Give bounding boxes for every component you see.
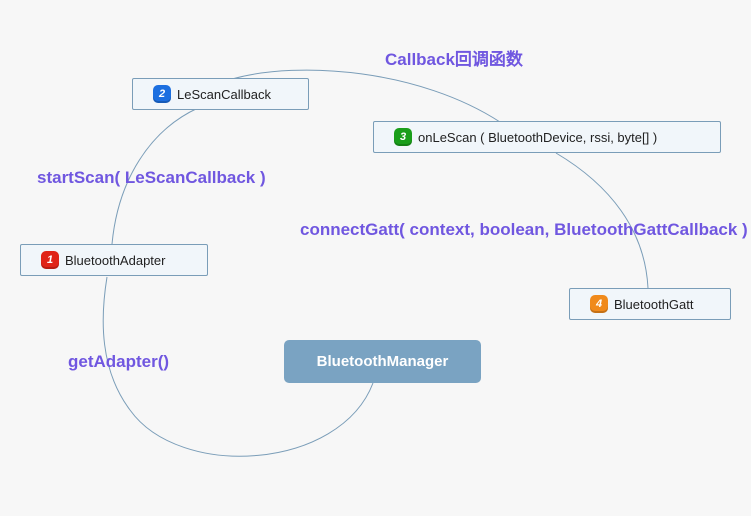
connector-onlescan-to-gatt <box>555 152 649 289</box>
node-label: BluetoothGatt <box>614 296 694 312</box>
edge-label-get-adapter: getAdapter() <box>68 352 170 371</box>
edge-label-callback: Callback回调函数 <box>385 50 523 69</box>
edge-label-connect-gatt: connectGatt( context, boolean, Bluetooth… <box>300 220 748 239</box>
node-onlescan[interactable]: 3 onLeScan ( BluetoothDevice, rssi, byte… <box>373 121 721 153</box>
node-label: LeScanCallback <box>177 86 271 102</box>
badge-4-icon: 4 <box>590 295 608 313</box>
badge-3-icon: 3 <box>394 128 412 146</box>
node-bluetoothadapter[interactable]: 1 BluetoothAdapter <box>20 244 208 276</box>
connector-lescancallback-to-onlescan <box>231 69 501 123</box>
connector-adapter-to-lescancallback <box>111 107 199 245</box>
node-label: BluetoothAdapter <box>65 252 166 268</box>
node-bluetoothgatt[interactable]: 4 BluetoothGatt <box>569 288 731 320</box>
node-label: onLeScan ( BluetoothDevice, rssi, byte[]… <box>418 129 658 145</box>
edge-label-start-scan: startScan( LeScanCallback ) <box>37 168 266 187</box>
connector-manager-to-adapter <box>102 276 374 457</box>
badge-1-icon: 1 <box>41 251 59 269</box>
badge-2-icon: 2 <box>153 85 171 103</box>
center-node-bluetoothmanager[interactable]: BluetoothManager <box>284 340 481 383</box>
node-lescancallback[interactable]: 2 LeScanCallback <box>132 78 309 110</box>
